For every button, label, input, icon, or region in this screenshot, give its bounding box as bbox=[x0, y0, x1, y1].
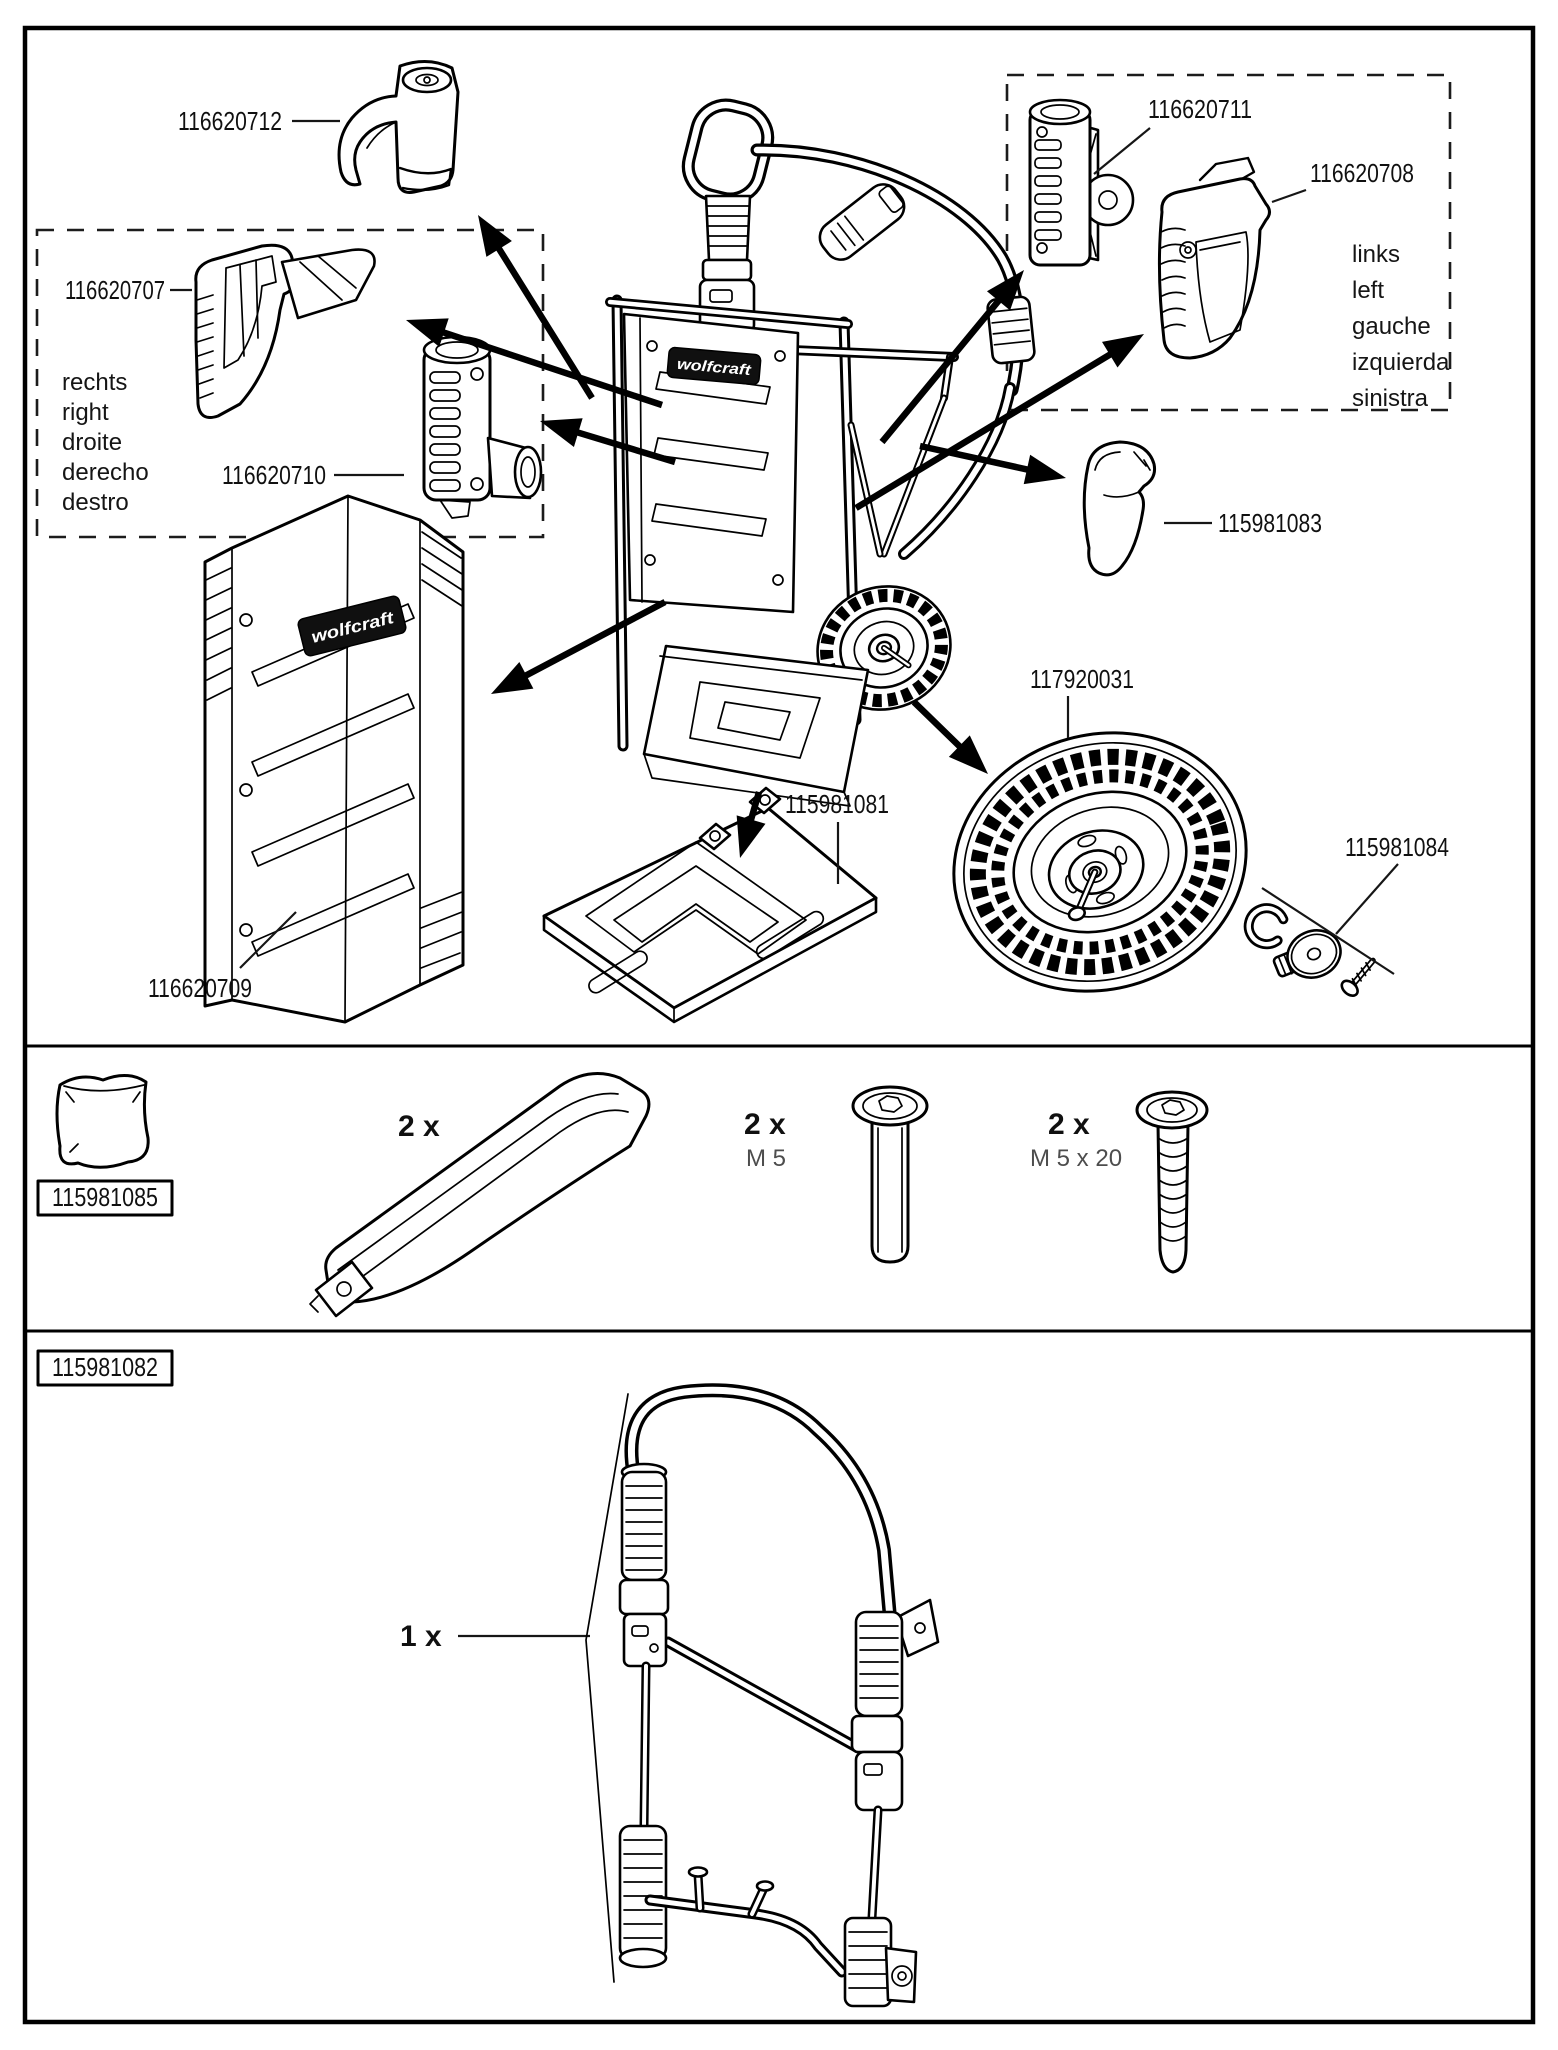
arrow-to-115981081 bbox=[736, 791, 766, 858]
qty-frame: 1 x bbox=[400, 1620, 442, 1653]
part-117920031-drawing bbox=[952, 731, 1248, 993]
part-number-116620709: 116620709 bbox=[148, 973, 252, 1003]
pointer-116620709 bbox=[239, 911, 297, 969]
word-gauche: gauche bbox=[1352, 313, 1431, 340]
group-box-left-parts bbox=[1005, 73, 1452, 412]
word-derecho: derecho bbox=[62, 459, 149, 486]
side-words-left: links left gauche izquierda sinistra bbox=[1352, 241, 1450, 412]
part-116620707-drawing bbox=[194, 243, 376, 419]
word-destro: destro bbox=[62, 489, 129, 516]
bag-icon bbox=[55, 1074, 150, 1169]
page-border bbox=[22, 25, 1536, 2025]
wolfcraft-logo-truck: wolfcraft bbox=[666, 346, 762, 386]
part-number-116620707: 116620707 bbox=[65, 275, 165, 305]
pointer-115981084 bbox=[1335, 863, 1399, 935]
part-116620708-drawing bbox=[1157, 156, 1271, 360]
bracket-line-115981084 bbox=[1261, 887, 1395, 975]
kit-number-115981085: 115981085 bbox=[52, 1182, 158, 1212]
part-number-115981083: 115981083 bbox=[1218, 508, 1322, 538]
word-links: links bbox=[1352, 241, 1400, 268]
word-sinistra: sinistra bbox=[1352, 385, 1429, 412]
frame-assembly-drawing bbox=[618, 1383, 940, 2008]
part-number-116620712: 116620712 bbox=[178, 106, 282, 136]
part-115981083-drawing bbox=[1082, 440, 1156, 577]
part-115981084-drawing bbox=[1243, 903, 1376, 997]
arrow-to-116620710 bbox=[540, 418, 676, 466]
part-116620709-drawing: wolfcraft bbox=[203, 494, 465, 1024]
part-number-115981084: 115981084 bbox=[1345, 832, 1449, 862]
word-rechts: rechts bbox=[62, 369, 127, 396]
hand-truck-drawing: wolfcraft bbox=[605, 98, 1036, 807]
arrow-to-115981083 bbox=[919, 442, 1066, 485]
qty-handle: 2 x bbox=[398, 1110, 440, 1143]
part-number-116620711: 116620711 bbox=[1148, 94, 1252, 124]
part-116620710-drawing bbox=[422, 335, 543, 519]
part-number-116620710: 116620710 bbox=[222, 460, 326, 490]
qty-m5x20: 2 x bbox=[1048, 1108, 1090, 1141]
pointer-116620711 bbox=[1093, 127, 1151, 175]
qty-m5: 2 x bbox=[744, 1108, 786, 1141]
arrow-to-117920031 bbox=[911, 699, 988, 774]
guide-line-frame bbox=[585, 1393, 629, 1983]
part-number-117920031: 117920031 bbox=[1030, 664, 1134, 694]
spec-m5x20: M 5 x 20 bbox=[1030, 1145, 1122, 1172]
word-right: right bbox=[62, 399, 109, 426]
arrow-to-116620709 bbox=[491, 599, 667, 694]
word-droite: droite bbox=[62, 429, 122, 456]
arrow-to-116620711 bbox=[879, 270, 1024, 445]
arrow-to-116620712 bbox=[478, 215, 595, 400]
part-number-116620708: 116620708 bbox=[1310, 158, 1414, 188]
word-izquierda: izquierda bbox=[1352, 349, 1450, 376]
part-116620711-drawing bbox=[1028, 98, 1135, 267]
kit-label-115981082: 115981082 bbox=[36, 1349, 174, 1387]
arrow-to-116620707 bbox=[406, 318, 664, 409]
part-115981081-drawing bbox=[542, 786, 878, 1024]
screw-drawing bbox=[1135, 1090, 1209, 1274]
wolfcraft-logo-text: wolfcraft bbox=[676, 356, 752, 379]
kit-number-115981082: 115981082 bbox=[52, 1352, 158, 1382]
word-left: left bbox=[1352, 277, 1384, 304]
kit-label-115981085: 115981085 bbox=[36, 1179, 174, 1217]
sleeve-bolt-drawing bbox=[851, 1085, 929, 1264]
side-words-right: rechts right droite derecho destro bbox=[62, 369, 149, 516]
part-116620712-drawing bbox=[337, 60, 460, 194]
arrow-to-116620708 bbox=[854, 334, 1144, 511]
part-number-115981081: 115981081 bbox=[785, 789, 889, 819]
spec-m5: M 5 bbox=[746, 1145, 786, 1172]
pointer-116620708 bbox=[1271, 188, 1307, 204]
handle-bar-drawing bbox=[309, 1072, 651, 1318]
